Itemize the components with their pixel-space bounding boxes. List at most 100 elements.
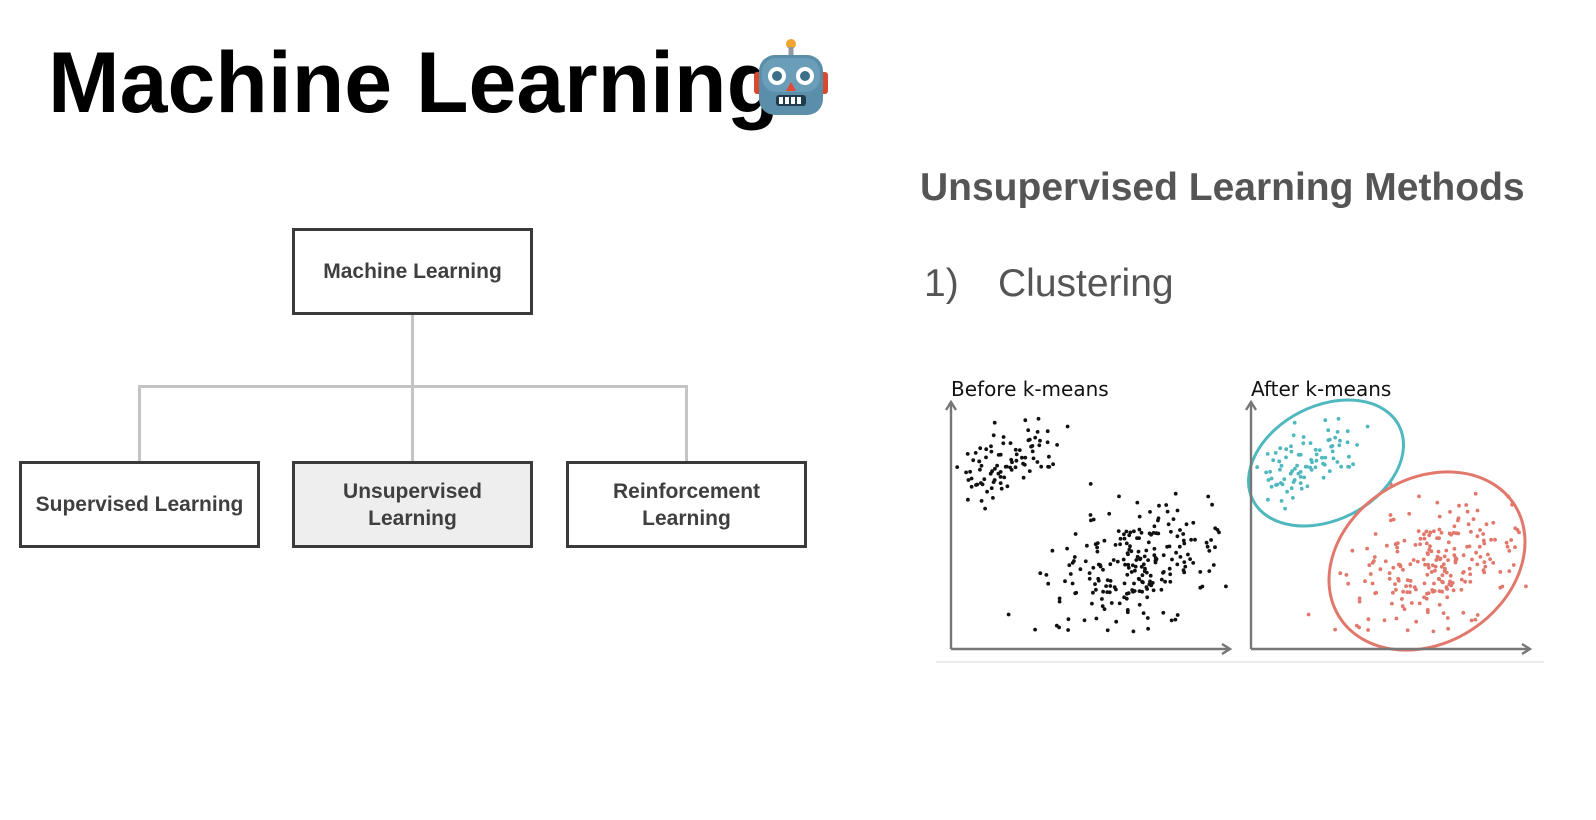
node-machine-learning: Machine Learning bbox=[292, 228, 533, 315]
unclustered-point bbox=[1139, 530, 1144, 535]
cluster-1-point bbox=[1274, 483, 1278, 487]
cluster-2-point bbox=[1427, 533, 1432, 538]
unclustered-point bbox=[1117, 601, 1122, 606]
unclustered-point bbox=[964, 470, 968, 475]
cluster-2-point bbox=[1402, 538, 1407, 543]
cluster-2-point bbox=[1372, 555, 1377, 559]
cluster-2-point bbox=[1422, 581, 1427, 586]
unclustered-point bbox=[1148, 510, 1152, 514]
unclustered-point bbox=[1145, 616, 1150, 620]
method-item-number: 1) bbox=[924, 262, 959, 305]
unclustered-point bbox=[1141, 580, 1145, 585]
cluster-2-point bbox=[1482, 541, 1487, 546]
cluster-1-point bbox=[1266, 478, 1271, 482]
cluster-2-point bbox=[1395, 545, 1399, 550]
unclustered-point bbox=[984, 447, 989, 452]
cluster-2-point bbox=[1421, 557, 1426, 562]
cluster-2-point bbox=[1461, 610, 1466, 615]
unclustered-point bbox=[1107, 511, 1112, 516]
cluster-2-point bbox=[1437, 527, 1442, 532]
unclustered-point bbox=[1090, 601, 1094, 606]
unclustered-point bbox=[1114, 619, 1119, 624]
unclustered-point bbox=[1224, 584, 1228, 589]
cluster-2-point bbox=[1425, 608, 1430, 612]
unclustered-point bbox=[1145, 595, 1150, 600]
unclustered-point bbox=[1137, 527, 1142, 532]
unclustered-point bbox=[1068, 572, 1073, 576]
cluster-2-point bbox=[1475, 613, 1480, 617]
cluster-1-point bbox=[1284, 455, 1288, 460]
unclustered-point bbox=[1020, 455, 1024, 460]
cluster-2-point bbox=[1452, 524, 1457, 529]
unclustered-point bbox=[1191, 561, 1196, 565]
cluster-1-point bbox=[1279, 481, 1283, 485]
cluster-2-point bbox=[1507, 569, 1512, 573]
cluster-2-point bbox=[1469, 618, 1474, 623]
unclustered-point bbox=[1184, 522, 1189, 527]
unclustered-point bbox=[1013, 465, 1018, 470]
cluster-2-point bbox=[1477, 544, 1482, 549]
unclustered-point bbox=[1137, 577, 1142, 582]
cluster-2-point bbox=[1414, 587, 1418, 592]
unclustered-point bbox=[974, 483, 978, 487]
cluster-2-point bbox=[1454, 557, 1459, 562]
unclustered-point bbox=[1142, 554, 1147, 559]
cluster-2-point bbox=[1409, 601, 1414, 605]
unclustered-point bbox=[1100, 597, 1104, 601]
unclustered-point bbox=[1087, 571, 1092, 575]
cluster-1-point bbox=[1289, 449, 1294, 454]
unclustered-point bbox=[1129, 549, 1134, 554]
unclustered-point bbox=[1127, 533, 1132, 538]
slide-title: Machine Learning bbox=[48, 35, 780, 131]
unclustered-point bbox=[1091, 565, 1096, 570]
cluster-1-point bbox=[1293, 466, 1297, 471]
cluster-1-point bbox=[1289, 444, 1293, 449]
cluster-1-point bbox=[1255, 465, 1260, 469]
unclustered-point bbox=[1164, 503, 1169, 507]
unclustered-point bbox=[1065, 546, 1069, 551]
cluster-2-point bbox=[1366, 617, 1371, 622]
cluster-2-point bbox=[1439, 564, 1444, 569]
unclustered-point bbox=[982, 477, 987, 482]
unclustered-point bbox=[1193, 537, 1197, 542]
cluster-2-point bbox=[1430, 563, 1435, 568]
before-kmeans-points bbox=[955, 416, 1228, 634]
unclustered-point bbox=[1002, 475, 1007, 480]
cluster-2-point bbox=[1400, 604, 1405, 608]
unclustered-point bbox=[992, 420, 997, 425]
cluster-1-point bbox=[1308, 441, 1313, 445]
unclustered-point bbox=[1142, 569, 1147, 574]
cluster-2-point bbox=[1407, 511, 1412, 516]
cluster-1-point bbox=[1299, 486, 1304, 491]
cluster-2-point bbox=[1474, 550, 1478, 555]
cluster-2-point bbox=[1461, 570, 1465, 575]
cluster-2-point bbox=[1333, 627, 1337, 632]
after-kmeans-points bbox=[1255, 416, 1528, 634]
unclustered-point bbox=[1173, 617, 1178, 622]
cluster-1-point bbox=[1365, 424, 1370, 429]
unclustered-point bbox=[1181, 538, 1186, 543]
unclustered-point bbox=[1139, 564, 1144, 569]
unclustered-point bbox=[1038, 438, 1042, 443]
cluster-1-point bbox=[1288, 471, 1293, 476]
unclustered-point bbox=[1063, 579, 1067, 584]
unclustered-point bbox=[1169, 618, 1174, 623]
cluster-2-point bbox=[1402, 607, 1407, 611]
cluster-2-point bbox=[1395, 541, 1400, 545]
unclustered-point bbox=[1209, 538, 1213, 542]
unclustered-point bbox=[1035, 460, 1040, 464]
unclustered-point bbox=[1013, 447, 1018, 452]
unclustered-point bbox=[1047, 454, 1051, 459]
cluster-1-point bbox=[1347, 465, 1352, 469]
cluster-2-point bbox=[1413, 543, 1418, 547]
cluster-2-point bbox=[1378, 567, 1383, 572]
unclustered-point bbox=[989, 449, 994, 454]
cluster-2-point bbox=[1438, 557, 1442, 562]
unclustered-point bbox=[1166, 522, 1171, 527]
cluster-2-point bbox=[1414, 619, 1419, 624]
cluster-2-point bbox=[1484, 522, 1489, 527]
cluster-2-point bbox=[1505, 544, 1510, 549]
unclustered-point bbox=[1204, 540, 1209, 545]
unclustered-point bbox=[1083, 559, 1088, 564]
cluster-2-point bbox=[1370, 581, 1375, 586]
